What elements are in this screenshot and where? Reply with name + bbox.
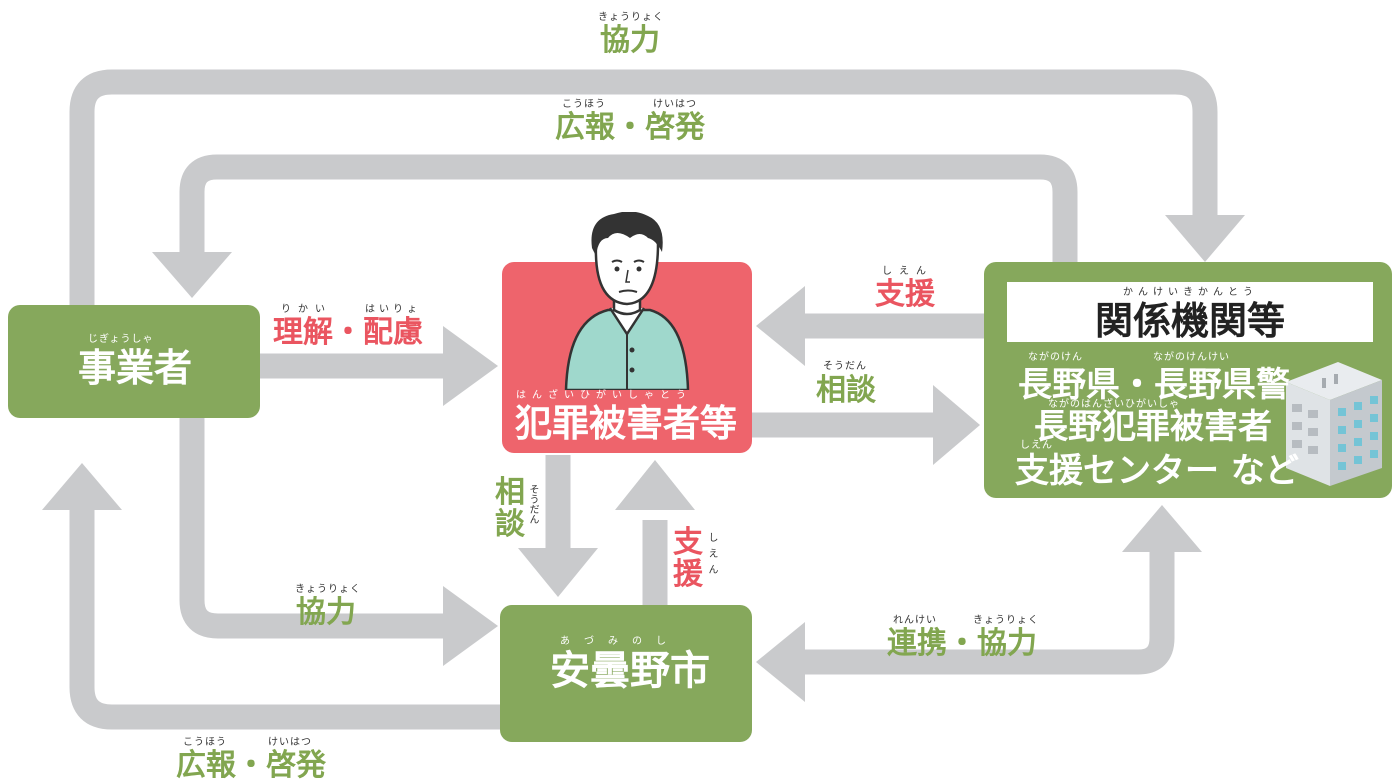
top-kouhou-ruby-b: けいはつ (653, 99, 697, 110)
arrowhead-shien-up (615, 460, 695, 510)
city-label: 安曇野市 (550, 648, 710, 694)
rikai-ruby-a: りかい (281, 304, 332, 315)
soudan-down-ruby: そうだん (527, 484, 538, 524)
jigyousha-ruby: じぎょうしゃ (88, 334, 154, 345)
rikai-label: 理解・配慮 (273, 315, 423, 350)
related-line1-ruby-b: ながのけんけい (1153, 352, 1230, 363)
top-kyouryoku-label: 協力 (600, 23, 660, 58)
top-kouhou-label: 広報・啓発 (555, 110, 705, 145)
arrow-renkei (800, 550, 1175, 675)
arrowhead-soudan-right (933, 385, 980, 465)
victim-label: 犯罪被害者等 (515, 402, 737, 445)
renkei-ruby-a: れんけい (893, 615, 937, 626)
bottom-kouhou-ruby-a: こうほう (183, 737, 227, 748)
node-city: あづみのし 安曇野市 (500, 605, 752, 742)
person-illustration (564, 212, 690, 390)
related-line1-ruby-a: ながのけん (1028, 352, 1083, 363)
related-line2-ruby: ながのはんざいひがいしゃ (1048, 399, 1180, 410)
arrowhead-shien-right (756, 286, 805, 366)
arrowhead-kyouryoku-mid (443, 586, 498, 666)
renkei-label: 連携・協力 (887, 626, 1037, 661)
related-line3: 支援センター など (1015, 451, 1299, 491)
arrowhead-soudan-down (518, 548, 598, 597)
arrowhead-kouhou-bottom (42, 463, 122, 510)
arrow-kouhou-top (179, 154, 1078, 262)
soudan-down-label: 相談 (495, 475, 525, 542)
arrowhead-renkei (1122, 505, 1202, 552)
top-kyouryoku-ruby: きょうりょく (598, 12, 664, 23)
shien-right-ruby: しえん (882, 266, 933, 277)
arrowhead-rikai (443, 326, 498, 406)
soudan-right-ruby: そうだん (823, 361, 867, 372)
shien-up-label: 支援 (673, 525, 703, 592)
renkei-ruby-b: きょうりょく (973, 615, 1039, 626)
related-title-ruby: かんけいきかんとう (1123, 287, 1258, 298)
arrowhead-kyouryoku-top (1165, 215, 1245, 262)
building-icon (1286, 362, 1382, 486)
jigyousha-label: 事業者 (78, 346, 193, 390)
related-line3-ruby: しえん (1020, 440, 1053, 451)
related-line1: 長野県・長野県警 (1018, 365, 1290, 405)
arrow-kouhou-bottom (69, 505, 500, 730)
related-title: 関係機関等 (1094, 299, 1285, 343)
related-line2: 長野犯罪被害者 (1034, 407, 1272, 447)
city-ruby: あづみのし (560, 636, 680, 647)
mid-kyouryoku-label: 協力 (296, 595, 356, 630)
node-jigyousha: じぎょうしゃ 事業者 (8, 305, 260, 418)
victim-ruby: はんざいひがいしゃとう (516, 390, 692, 401)
node-victim: はんざいひがいしゃとう 犯罪被害者等 (502, 212, 752, 453)
rikai-ruby-b: はいりょ (365, 304, 421, 315)
arrow-kyouryoku-mid (179, 418, 445, 639)
arrowhead-renkei-left (756, 622, 805, 702)
bottom-kouhou-ruby-b: けいはつ (268, 737, 312, 748)
top-kouhou-ruby-a: こうほう (562, 99, 606, 110)
bottom-kouhou-label: 広報・啓発 (176, 748, 326, 783)
soudan-right-label: 相談 (816, 373, 876, 408)
shien-right-label: 支援 (875, 277, 935, 312)
mid-kyouryoku-ruby: きょうりょく (295, 584, 361, 595)
arrow-kyouryoku-top (69, 69, 1218, 305)
shien-up-ruby: しえん (706, 532, 717, 580)
arrowhead-kouhou-top (152, 252, 232, 298)
related-title-panel: かんけいきかんとう 関係機関等 (1007, 282, 1373, 342)
